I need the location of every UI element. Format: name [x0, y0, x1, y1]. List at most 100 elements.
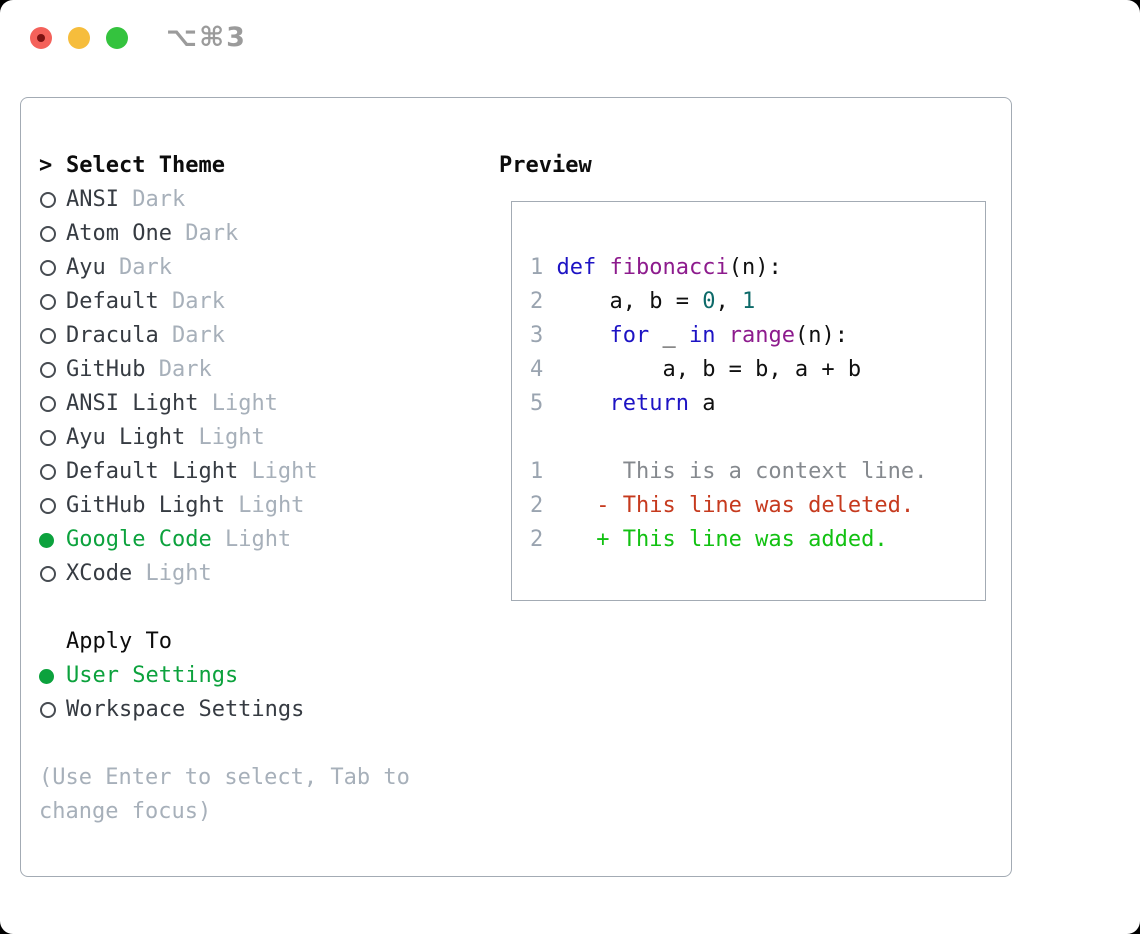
- radio-icon: [39, 192, 66, 208]
- zoom-button[interactable]: [106, 27, 128, 49]
- apply-to-label: Workspace Settings: [66, 697, 305, 722]
- preview-code-line: 4 a, b = b, a + b: [530, 353, 985, 387]
- radio-icon: [39, 464, 66, 480]
- code-token-pl: [543, 323, 609, 348]
- code-token-fn: fibonacci: [609, 255, 729, 280]
- code-token-add: + This line was added.: [543, 527, 888, 552]
- theme-name: Ayu Light: [66, 425, 186, 450]
- theme-variant-label: Dark: [171, 289, 225, 314]
- code-token-kw: return: [609, 391, 689, 416]
- radio-icon: [39, 362, 66, 378]
- preview-code-line: 1 This is a context line.: [530, 455, 985, 489]
- circle-outline-icon: [40, 702, 56, 718]
- theme-variant-label: Dark: [132, 187, 186, 212]
- theme-item[interactable]: Default Light Light: [39, 455, 318, 489]
- prompt-icon: >: [39, 153, 53, 178]
- preview-code-line: 2 + This line was added.: [530, 523, 985, 557]
- theme-variant-label: Dark: [171, 323, 225, 348]
- theme-item[interactable]: Google Code Light: [39, 523, 318, 557]
- theme-item[interactable]: GitHub Light Light: [39, 489, 318, 523]
- theme-variant-label: Dark: [185, 221, 239, 246]
- apply-to-header-row: Apply To: [39, 625, 304, 659]
- theme-variant-label: Light: [251, 459, 318, 484]
- theme-name: GitHub Light: [66, 493, 225, 518]
- circle-outline-icon: [40, 566, 56, 582]
- circle-outline-icon: [40, 464, 56, 480]
- apply-to-option[interactable]: User Settings: [39, 659, 304, 693]
- code-token-pl: [596, 255, 609, 280]
- code-token-pl: a, b =: [543, 289, 703, 314]
- theme-name: Atom One: [66, 221, 172, 246]
- code-token-pl: ,: [715, 289, 742, 314]
- code-token-num: 2: [530, 289, 544, 314]
- filled-circle-icon: [39, 668, 54, 684]
- theme-name: ANSI: [66, 187, 119, 212]
- radio-icon: [39, 430, 66, 446]
- apply-to-option[interactable]: Workspace Settings: [39, 693, 304, 727]
- filled-circle-icon: [39, 532, 54, 548]
- code-token-num: 2: [530, 527, 544, 552]
- circle-outline-icon: [40, 328, 56, 344]
- theme-variant-label: Light: [238, 493, 305, 518]
- preview-code-line: [530, 421, 985, 455]
- code-token-pl: [543, 391, 609, 416]
- preview-code-line: 2 - This line was deleted.: [530, 489, 985, 523]
- code-token-kw: for: [609, 323, 650, 348]
- theme-item[interactable]: GitHub Dark: [39, 353, 318, 387]
- minimize-button[interactable]: [68, 27, 90, 49]
- circle-outline-icon: [40, 260, 56, 276]
- code-token-num: 4: [530, 357, 544, 382]
- code-token-kw: def: [556, 255, 597, 280]
- theme-variant-label: Dark: [158, 357, 212, 382]
- radio-icon: [39, 328, 66, 344]
- theme-variant-label: Light: [224, 527, 292, 552]
- window-title-shortcut: ⌥⌘3: [166, 22, 247, 53]
- radio-icon: [39, 702, 66, 718]
- theme-name: Google Code: [66, 527, 212, 552]
- preview-code-line: 1 def fibonacci(n):: [530, 251, 985, 285]
- code-token-pl: a, b = b, a + b: [543, 357, 862, 382]
- preview-header: Preview: [499, 153, 592, 178]
- circle-outline-icon: [40, 430, 56, 446]
- preview-code-line: 2 a, b = 0, 1: [530, 285, 985, 319]
- theme-name: GitHub: [66, 357, 146, 382]
- theme-list-header-row: > Select Theme: [39, 149, 318, 183]
- close-button-dot: [37, 34, 45, 42]
- theme-item[interactable]: Atom One Dark: [39, 217, 318, 251]
- code-token-num: 5: [530, 391, 544, 416]
- apply-to-header: Apply To: [66, 629, 172, 654]
- close-button[interactable]: [30, 27, 52, 49]
- theme-item[interactable]: ANSI Dark: [39, 183, 318, 217]
- code-token-num: 1: [530, 255, 544, 280]
- code-token-pl: _: [649, 323, 689, 348]
- theme-variant-label: Dark: [119, 255, 172, 280]
- theme-item[interactable]: Dracula Dark: [39, 319, 318, 353]
- help-text: (Use Enter to select, Tab to change focus…: [39, 761, 410, 829]
- theme-name: Dracula: [66, 323, 159, 348]
- preview-code-line: 3 for _ in range(n):: [530, 319, 985, 353]
- circle-outline-icon: [40, 396, 56, 412]
- help-line: change focus): [39, 799, 212, 824]
- help-line: (Use Enter to select, Tab to: [39, 765, 410, 790]
- code-token-pl: [543, 255, 556, 280]
- theme-name: Default Light: [66, 459, 239, 484]
- theme-item[interactable]: Ayu Dark: [39, 251, 318, 285]
- code-token-ctx: This is a context line.: [543, 459, 928, 484]
- code-token-fn: range: [728, 323, 795, 348]
- radio-icon: [39, 226, 66, 242]
- theme-variant-label: Light: [211, 391, 278, 416]
- code-token-num: 3: [530, 323, 544, 348]
- radio-icon: [39, 566, 66, 582]
- code-token-lit: 1: [741, 289, 756, 314]
- theme-list-header: Select Theme: [66, 153, 225, 178]
- theme-name: Ayu: [66, 255, 106, 280]
- code-token-num: 1: [530, 459, 544, 484]
